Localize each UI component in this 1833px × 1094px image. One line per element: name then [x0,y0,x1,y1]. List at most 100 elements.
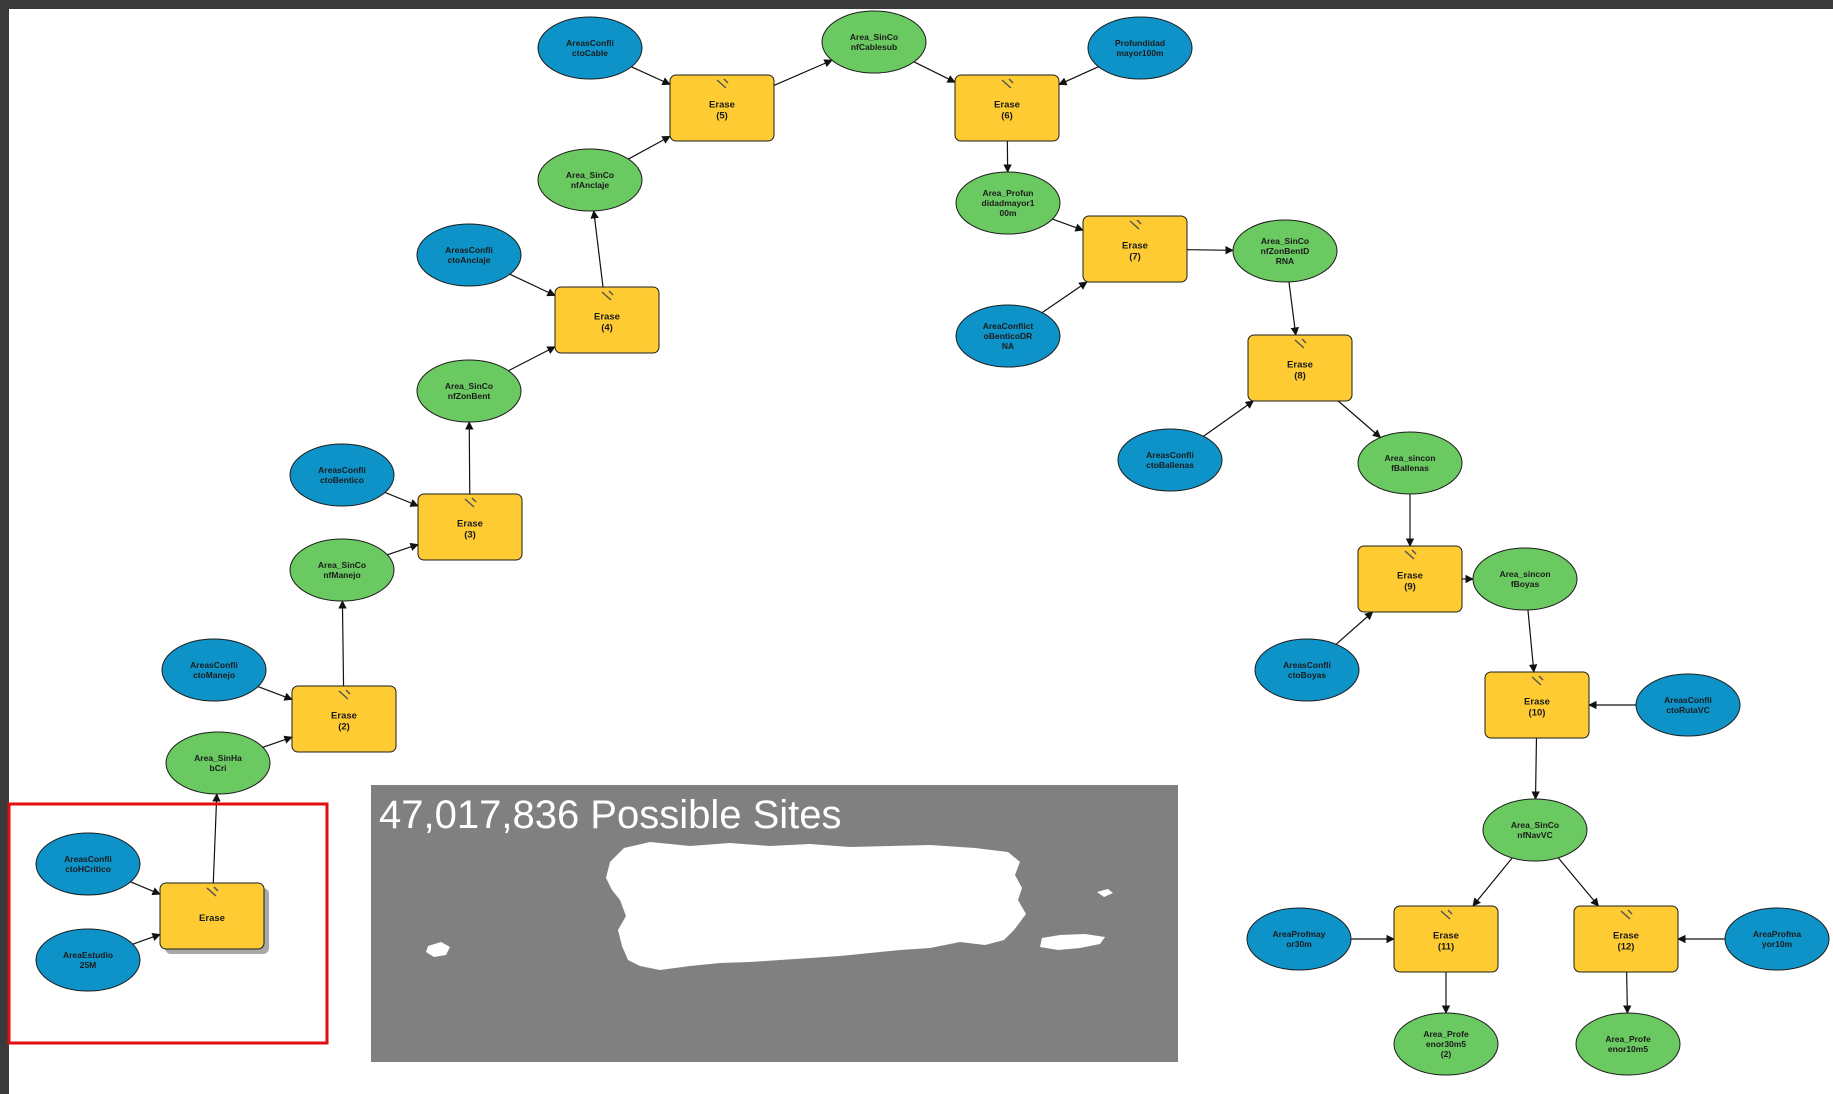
inset-map: 47,017,836 Possible Sites [371,785,1178,1062]
tool-node-t_erase2[interactable]: Erase(2) [291,685,397,753]
edge-d_zonbentdrna-to-t_erase8 [1288,281,1299,336]
node-label: Erase(9) [1397,571,1423,593]
input-ellipse [537,16,643,80]
edge-i_boyas-to-t_erase9 [1335,611,1374,645]
input-ellipse [1635,673,1741,737]
hammer-icon [1294,338,1307,349]
hammer-icon [601,290,614,301]
tool-node-t_erase3[interactable]: Erase(3) [417,493,523,561]
derived-ellipse [1357,431,1463,495]
edge-t_erase5-to-d_sincable [773,59,833,86]
mona-island-shape [426,942,450,957]
edge-i_estudio-to-t_erase [132,933,161,945]
edge-i_prof100-to-t_erase6 [1058,66,1099,86]
input-ellipse [416,223,522,287]
edges-layer [130,59,1725,1014]
edge-t_erase12-to-d_menor10 [1623,971,1632,1014]
edge-i_hcrit-to-t_erase [130,881,161,896]
node-label: Erase(4) [594,312,620,334]
node-label: Erase(11) [1433,931,1459,953]
edge-d_sinanclaje-to-t_erase5 [628,135,671,160]
derived-ellipse [1393,1012,1499,1076]
input-ellipse [1246,907,1352,971]
edge-i_ballenas-to-t_erase8 [1203,400,1255,437]
tool-node-t_erase5[interactable]: Erase(5) [669,74,775,142]
edge-d_navvc-to-t_erase11 [1472,857,1513,907]
input-ellipse [35,832,141,896]
tool-box [1082,215,1188,283]
tool-node-t_erase[interactable]: Erase [159,882,269,954]
edge-i_manejo-to-t_erase2 [257,686,293,701]
tool-node-t_erase12[interactable]: Erase(12) [1573,905,1679,973]
derived-ellipse [821,10,927,74]
tool-box [1393,905,1499,973]
tool-node-t_erase8[interactable]: Erase(8) [1247,334,1353,402]
edge-t_erase8-to-d_ballenas [1337,400,1382,439]
node-label: Erase(10) [1524,697,1550,719]
tool-node-t_erase6[interactable]: Erase(6) [954,74,1060,142]
derived-ellipse [1575,1012,1681,1076]
node-label: Erase(3) [457,519,483,541]
hammer-icon [1440,909,1453,920]
vieques-island-shape [1040,934,1105,950]
hammer-icon [1001,78,1014,89]
hammer-icon [464,497,477,508]
inset-caption: 47,017,836 Possible Sites [379,793,842,837]
edge-t_erase7-to-d_zonbentdrna [1186,246,1234,255]
input-ellipse [955,304,1061,368]
tool-node-t_erase11[interactable]: Erase(11) [1393,905,1499,973]
tool-box [1484,671,1590,739]
tool-node-t_erase7[interactable]: Erase(7) [1082,215,1188,283]
tool-node-t_erase10[interactable]: Erase(10) [1484,671,1590,739]
input-ellipse [1254,638,1360,702]
tool-node-t_erase9[interactable]: Erase(9) [1357,545,1463,613]
hammer-icon [1404,549,1417,560]
edge-d_sinzonbent-to-t_erase4 [508,346,556,372]
hammer-icon [338,689,351,700]
hammer-icon [1531,675,1544,686]
edge-i_drna-to-t_erase7 [1041,281,1088,314]
tool-node-t_erase4[interactable]: Erase(4) [554,286,660,354]
